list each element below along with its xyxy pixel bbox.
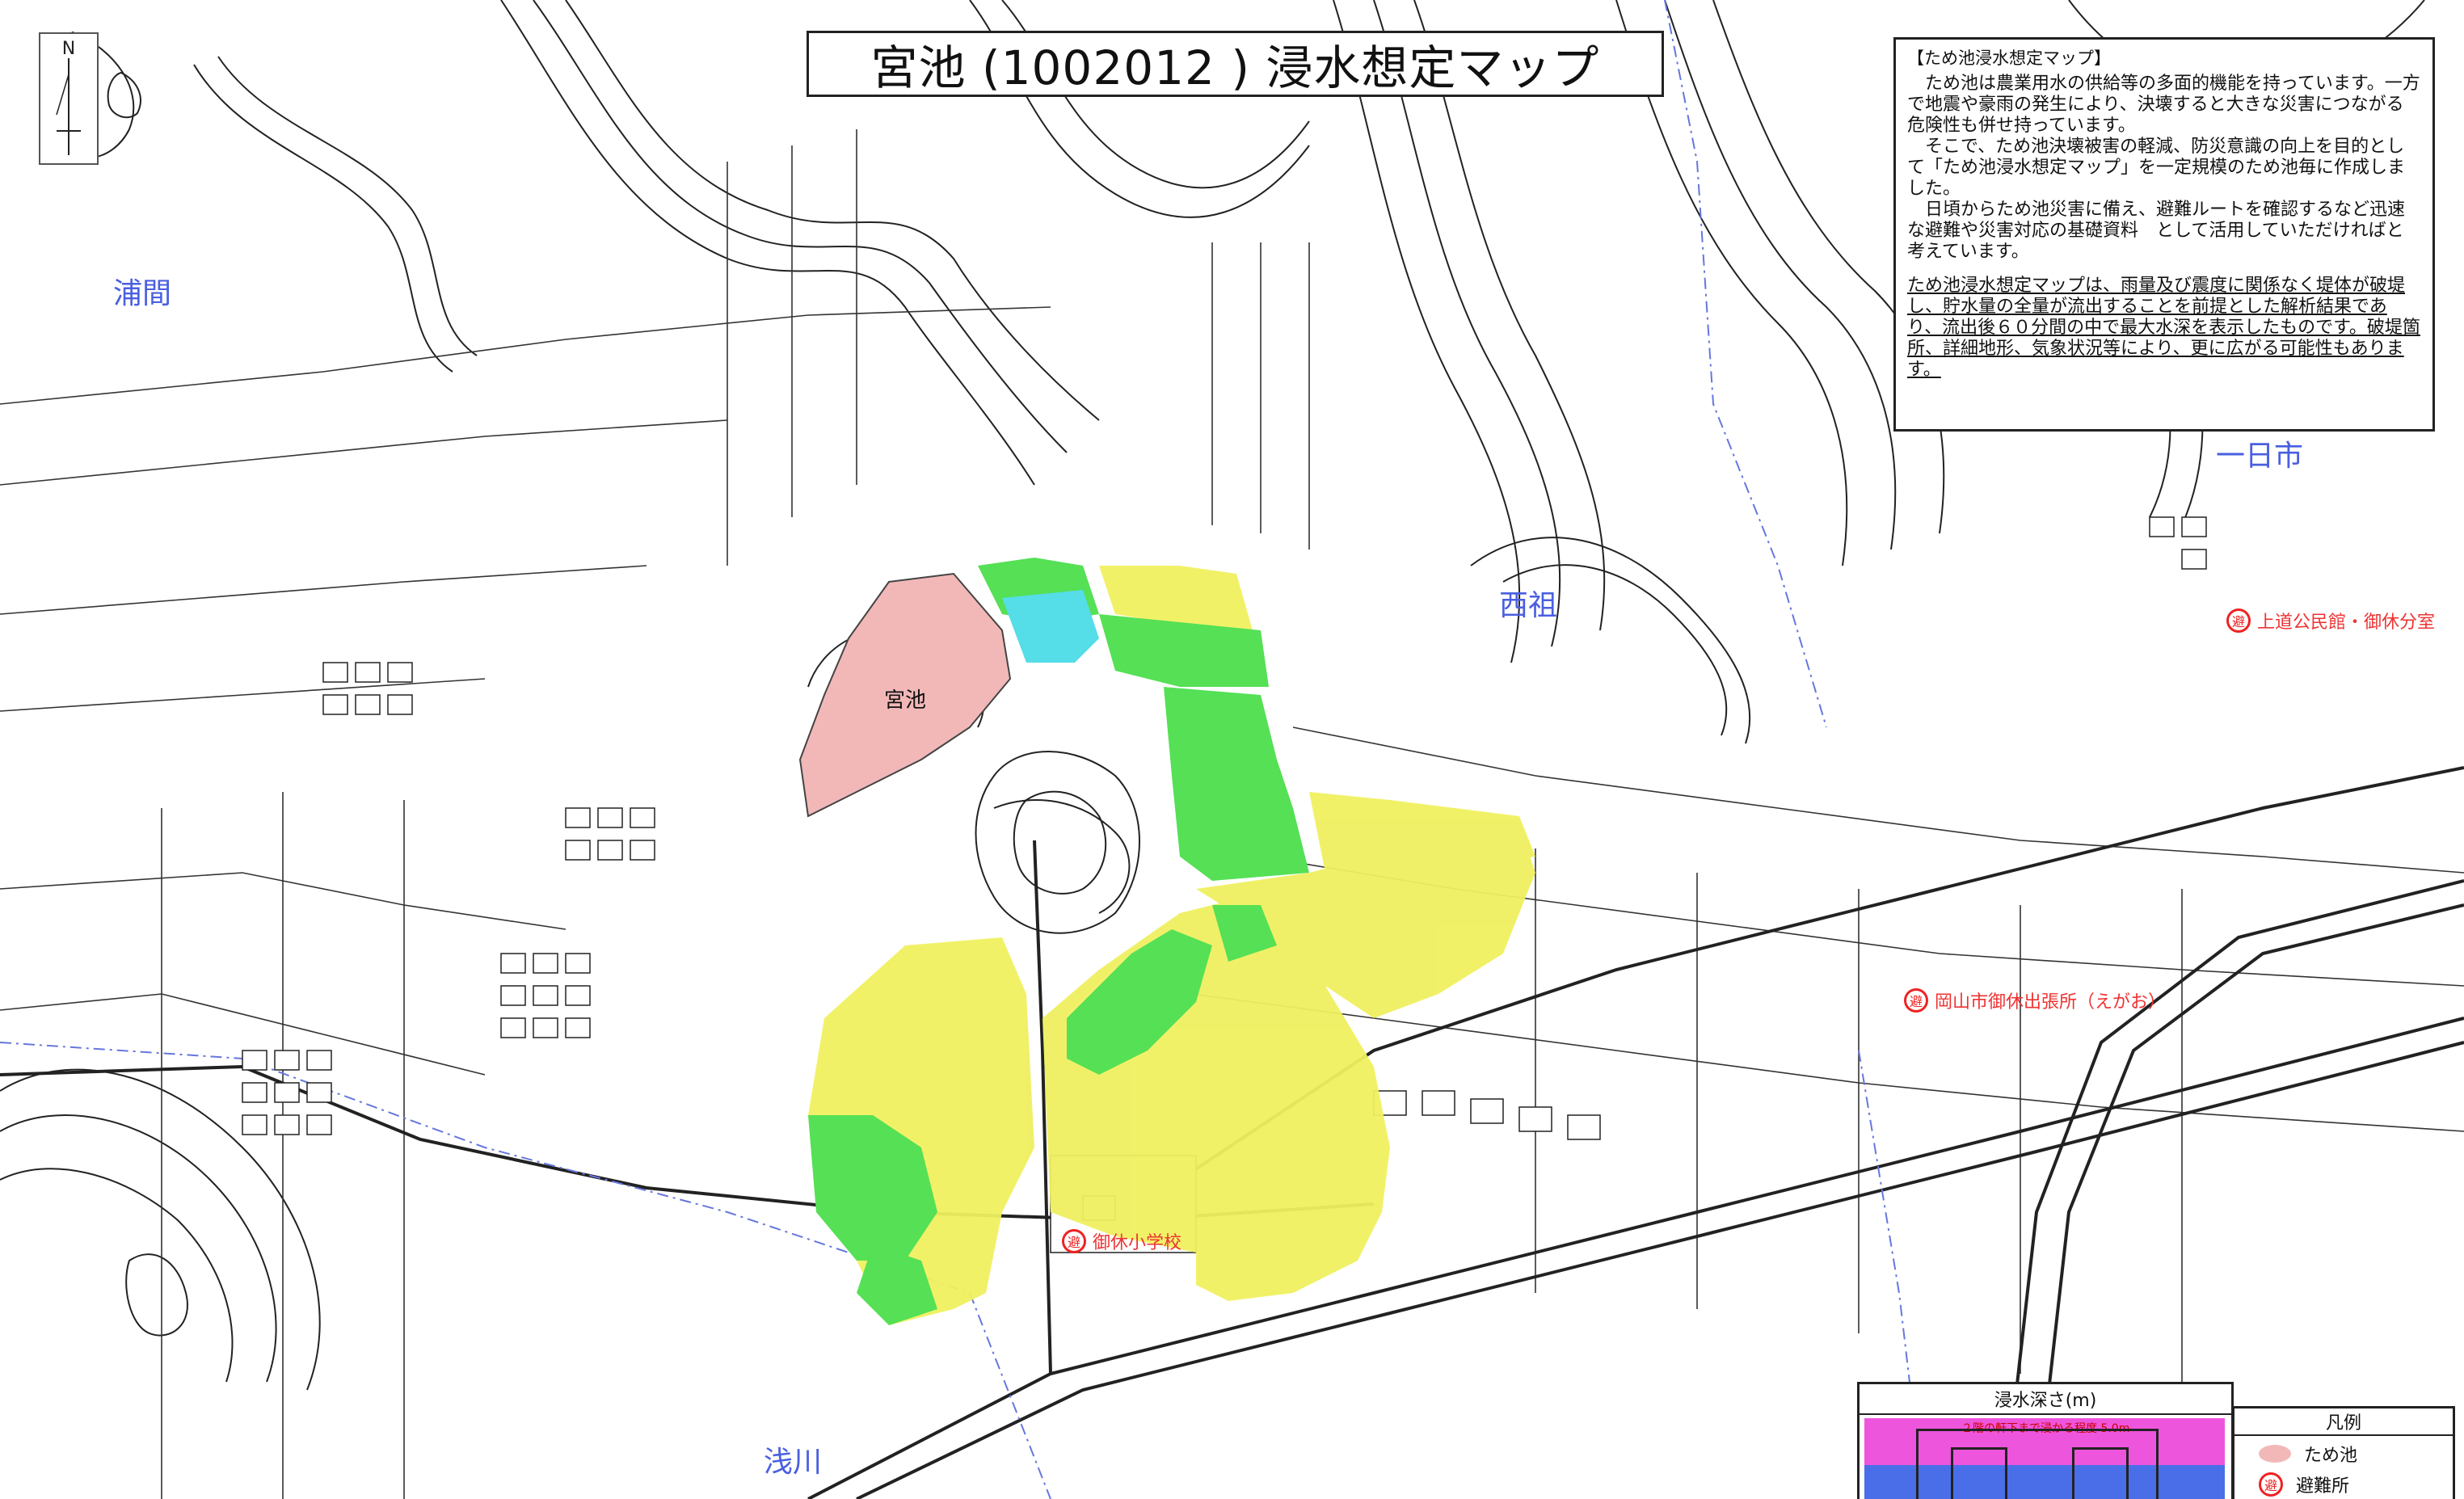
house-window-icon [2072,1447,2129,1499]
north-label: N [61,39,76,59]
info-paragraph-1: ため池は農業用水の供給等の多面的機能を持っています。一方で地震や豪雨の発生により… [1907,74,2420,136]
legend-item-pond-label: ため池 [2304,1446,2358,1466]
info-panel: 【ため池浸水想定マップ】 ため池は農業用水の供給等の多面的機能を持っています。一… [1893,37,2435,432]
shelter-icon: 避 [1904,988,1928,1013]
pond-swatch-icon [2259,1445,2291,1463]
shelter-icon: 避 [2259,1472,2283,1497]
place-label-nishiso: 西祖 [1499,589,1558,622]
shelter-label-1: 避 上道公民館・御休分室 [2226,608,2435,634]
shelter-name-1: 上道公民館・御休分室 [2257,613,2436,633]
map-legend: 凡例 ため池 避 避難所 [2232,1406,2455,1499]
shelter-label-2: 避 岡山市御休出張所（えがお） [1904,987,2166,1013]
compass-icon [56,58,81,155]
shelter-icon: 避 [1062,1229,1086,1253]
map-title: 宮池 (1002012 ) 浸水想定マップ [807,31,1664,97]
legend-item-shelter: 避 避難所 [2234,1472,2453,1499]
depth-band-blue [1864,1465,2225,1499]
info-heading: 【ため池浸水想定マップ】 [1907,48,2111,68]
shelter-name-3: 御休小学校 [1093,1233,1182,1253]
info-note: ため池浸水想定マップは、雨量及び震度に関係なく堤体が破堤し、貯水量の全量が流出す… [1907,276,2420,380]
house-icon [1916,1429,2159,1499]
legend-item-pond: ため池 [2234,1436,2453,1472]
depth-legend: 浸水深さ(m) ２階の軒下まで浸かる程度 5.0m [1857,1382,2234,1499]
place-label-asakawa: 浅川 [764,1446,823,1479]
shelter-icon: 避 [2226,608,2251,633]
north-arrow: N [39,32,99,165]
legend-title: 凡例 [2234,1408,2453,1436]
shelter-name-2: 岡山市御休出張所（えがお） [1935,992,2167,1013]
flood-zone-green [808,558,1309,1325]
info-paragraph-2: そこで、ため池決壊被害の軽減、防災意識の向上を目的として「ため池浸水想定マップ」… [1907,137,2406,199]
pond-label: 宮池 [884,688,927,713]
central-hill [975,751,1140,934]
house-window-icon [1951,1447,2007,1499]
place-label-hitoichi: 一日市 [2216,440,2304,473]
info-paragraph-3: 日頃からため池災害に備え、避難ルートを確認するなど迅速な避難や災害対応の基礎資料… [1907,200,2406,262]
depth-band-pink: ２階の軒下まで浸かる程度 5.0m [1864,1418,2225,1465]
flood-zone-cyan [1002,590,1099,663]
depth-legend-title: 浸水深さ(m) [1860,1384,2231,1415]
pond-miyaike [798,572,1012,818]
place-label-urama: 浦間 [113,277,172,310]
legend-item-shelter-label: 避難所 [2296,1476,2350,1497]
shelter-label-3: 避 御休小学校 [1062,1228,1181,1254]
